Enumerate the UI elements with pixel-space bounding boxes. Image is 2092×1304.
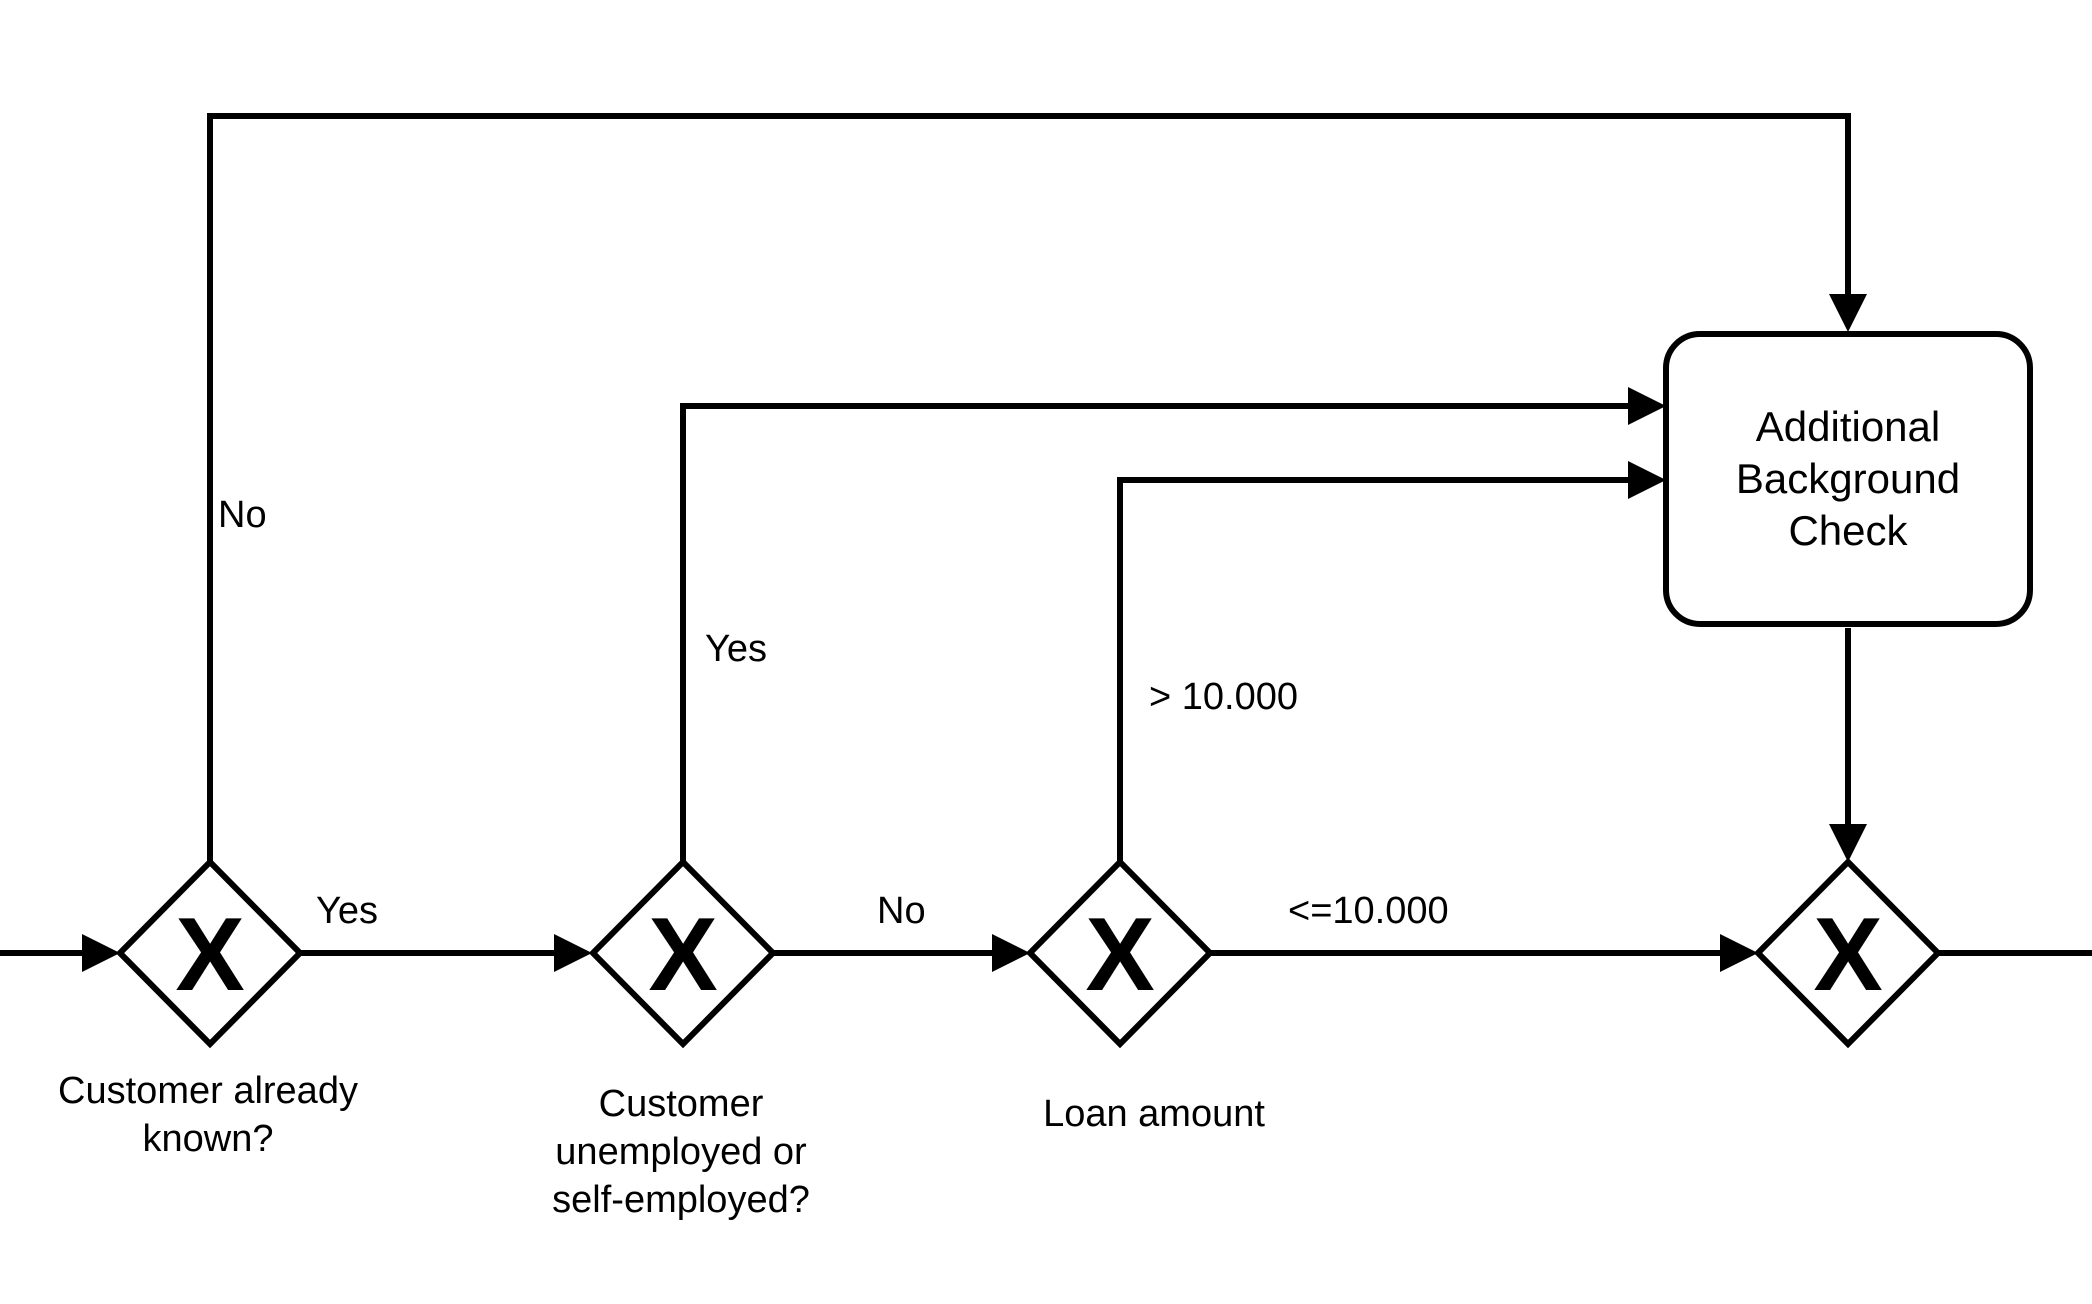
flow-gateway-1-to-gateway-2[interactable] <box>300 934 592 972</box>
gateway-label-line: Customer <box>599 1083 764 1125</box>
gateway-label-line: self-employed? <box>552 1179 810 1221</box>
flow-task-to-gateway-4[interactable] <box>1829 628 1867 862</box>
task-label-line-3: Check <box>1788 507 1908 554</box>
exclusive-gateway-employment[interactable]: X <box>588 857 778 1049</box>
gateway-label-loan-amount: Loan amount <box>1043 1093 1265 1135</box>
gateway-x-marker-icon: X <box>648 897 717 1013</box>
gateway-label-line: Loan amount <box>1043 1093 1265 1135</box>
gateway-x-marker-icon: X <box>1085 897 1154 1013</box>
exclusive-gateway-merge[interactable]: X <box>1753 857 1943 1049</box>
edge-label-greater-10000: > 10.000 <box>1149 676 1298 718</box>
task-label-line-1: Additional <box>1756 403 1940 450</box>
flow-gateway-1-to-task[interactable] <box>207 113 1867 862</box>
gateway-label-line: Customer already <box>58 1070 358 1112</box>
flow-start-to-gateway-1[interactable] <box>0 934 120 972</box>
task-additional-background-check[interactable]: Additional Background Check <box>1663 331 2033 627</box>
edge-label-yes: Yes <box>316 890 378 932</box>
gateway-label-employment: Customer unemployed or self-employed? <box>552 1083 810 1221</box>
edge-label-less-equal-10000: <=10.000 <box>1288 890 1449 932</box>
task-label-line-2: Background <box>1736 455 1960 502</box>
flow-gateway-3-to-task[interactable] <box>1117 461 1666 862</box>
gateway-x-marker-icon: X <box>1813 897 1882 1013</box>
flow-gateway-2-to-task[interactable] <box>680 387 1666 862</box>
gateway-label-line: unemployed or <box>555 1131 807 1173</box>
exclusive-gateway-customer-known[interactable]: X <box>115 857 305 1049</box>
edge-label-yes: Yes <box>705 628 767 670</box>
gateway-x-marker-icon: X <box>175 897 244 1013</box>
gateway-label-customer-known: Customer already known? <box>58 1070 358 1160</box>
flow-gateway-3-to-gateway-4[interactable] <box>1210 934 1758 972</box>
edge-label-no: No <box>877 890 926 932</box>
gateway-label-line: known? <box>143 1118 274 1160</box>
exclusive-gateway-loan-amount[interactable]: X <box>1025 857 1215 1049</box>
flow-gateway-2-to-gateway-3[interactable] <box>772 934 1030 972</box>
edge-label-no: No <box>218 494 267 536</box>
